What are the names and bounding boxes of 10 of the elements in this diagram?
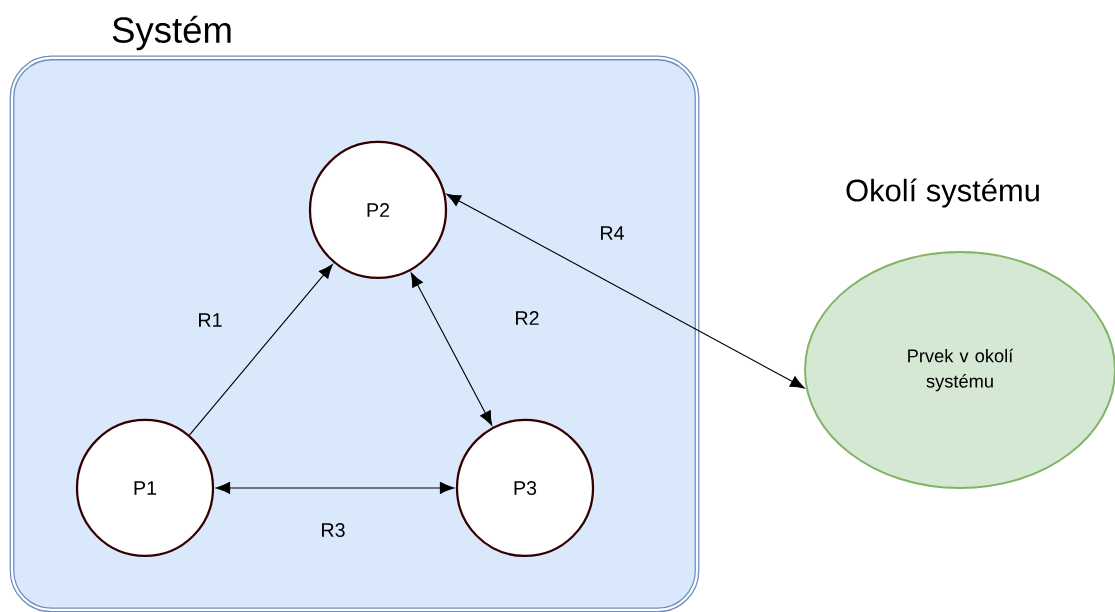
arrow <box>446 193 805 389</box>
arrow <box>215 482 455 494</box>
environment-heading: Okolí systému <box>846 178 1039 208</box>
arrow <box>410 272 493 426</box>
arrow <box>188 264 333 436</box>
edge-label: R2 <box>516 311 539 325</box>
edge-label: R3 <box>322 523 345 537</box>
edge-label: R4 <box>601 226 624 240</box>
edge-label: R1 <box>199 313 222 327</box>
system-heading: Systém <box>112 15 231 51</box>
